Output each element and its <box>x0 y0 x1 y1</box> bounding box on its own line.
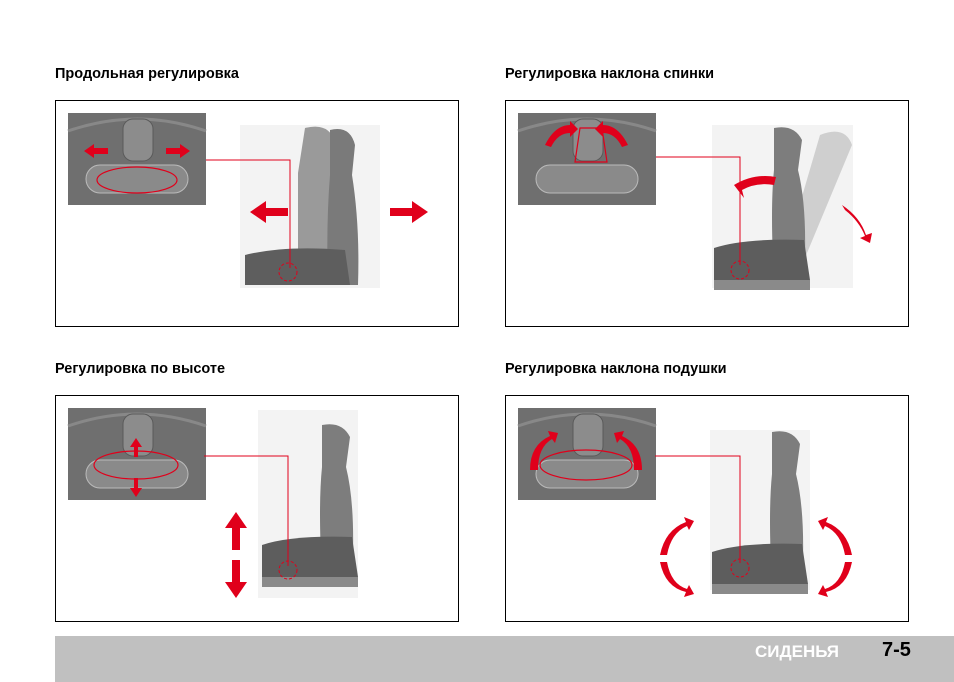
control-highlight <box>730 558 750 578</box>
page-footer: СИДЕНЬЯ 7-5 <box>55 636 954 682</box>
seat-image-height <box>258 410 358 598</box>
control-highlight <box>730 260 750 280</box>
seat-image-cushion-tilt <box>710 430 810 594</box>
panel-cushion-tilt <box>505 395 909 622</box>
switch-inset-cushion-tilt <box>516 406 658 502</box>
arrow-tilt-up-rear-icon <box>818 517 852 555</box>
panel-height <box>55 395 459 622</box>
arrow-left-icon <box>250 201 288 223</box>
panel-longitudinal <box>55 100 459 327</box>
arrow-recline-forward-icon <box>734 176 776 198</box>
arrow-tilt-up-front-icon <box>660 517 694 555</box>
arrow-tilt-down-front-icon <box>660 562 694 597</box>
control-highlight <box>278 262 298 282</box>
arrow-down-icon <box>225 560 247 598</box>
panel-backrest <box>505 100 909 327</box>
callout-line <box>656 156 741 265</box>
arrow-tilt-down-rear-icon <box>818 562 852 597</box>
callout-line <box>655 455 741 563</box>
callout-line <box>204 455 289 566</box>
callout-line <box>206 159 291 268</box>
section-title-backrest: Регулировка наклона спинки <box>505 66 715 82</box>
arrow-recline-back-icon <box>842 205 872 243</box>
switch-inset-height <box>66 406 208 502</box>
control-highlight <box>278 560 298 580</box>
section-title-height: Регулировка по высоте <box>55 361 226 377</box>
switch-inset-longitudinal <box>66 111 208 207</box>
seat-image-backrest <box>712 125 853 290</box>
section-title-cushion-tilt: Регулировка наклона подушки <box>505 361 727 377</box>
page-number: 7-5 <box>882 639 911 661</box>
switch-inset-backrest <box>516 111 658 207</box>
arrow-right-icon <box>390 201 428 223</box>
arrow-up-icon <box>225 512 247 550</box>
footer-section-name: СИДЕНЬЯ <box>755 642 840 661</box>
section-title-longitudinal: Продольная регулировка <box>55 66 239 82</box>
